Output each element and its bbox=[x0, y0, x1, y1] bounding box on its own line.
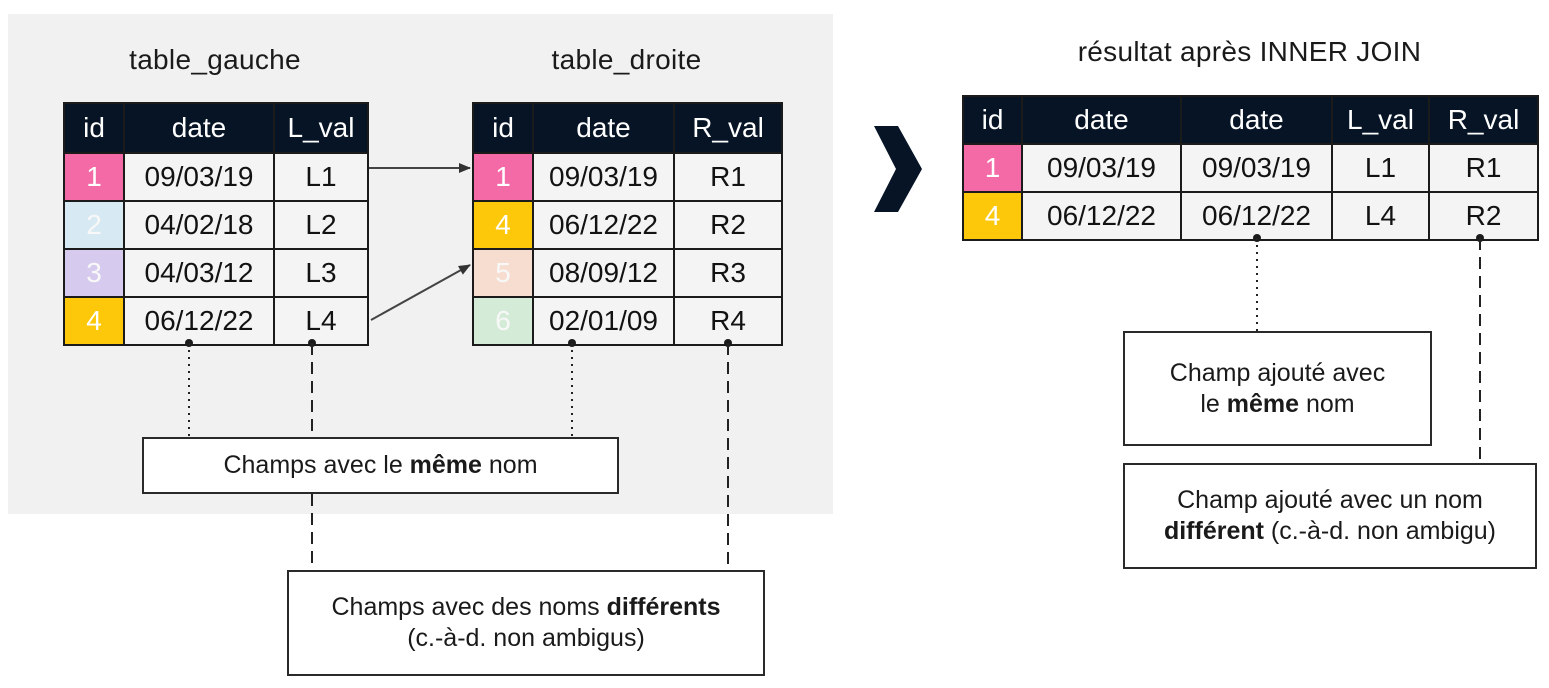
right-table-title: table_droite bbox=[551, 44, 702, 75]
callout-different-names: Champs avec des noms différents (c.-à-d.… bbox=[287, 570, 765, 676]
result-table-header-date-left: date bbox=[1021, 95, 1182, 145]
left-table-header-val: L_val bbox=[273, 102, 369, 154]
left-table-date-cell: 04/02/18 bbox=[123, 200, 275, 250]
right-table-header-id: id bbox=[472, 102, 534, 154]
result-table-id-cell: 1 bbox=[962, 143, 1023, 193]
chevron-right-icon bbox=[874, 126, 922, 212]
result-table-r-val-cell: R2 bbox=[1428, 191, 1539, 241]
callout-added-different-name: Champ ajouté avec un nom différent (c.-à… bbox=[1123, 463, 1537, 569]
right-table-header-date: date bbox=[532, 102, 675, 154]
callout-added-different-line1: Champ ajouté avec un nom bbox=[1177, 486, 1483, 514]
right-table-date-cell: 06/12/22 bbox=[532, 200, 675, 250]
callout-same-name-text: Champs avec le même nom bbox=[223, 451, 538, 479]
result-table-title: résultat après INNER JOIN bbox=[1077, 36, 1422, 67]
right-table-id-cell: 4 bbox=[472, 200, 534, 250]
left-table-id-cell: 2 bbox=[63, 200, 125, 250]
right-table-id-cell: 6 bbox=[472, 296, 534, 346]
left-table-date-cell: 06/12/22 bbox=[123, 296, 275, 346]
callout-added-different-line2: différent (c.-à-d. non ambigu) bbox=[1163, 517, 1497, 545]
left-table-id-cell: 1 bbox=[63, 152, 125, 202]
right-table-header-row: id date R_val bbox=[472, 102, 783, 154]
right-table-val-cell: R3 bbox=[673, 248, 783, 298]
left-table-date-cell: 09/03/19 bbox=[123, 152, 275, 202]
callout-same-name: Champs avec le même nom bbox=[142, 437, 619, 494]
result-table-date-right-cell: 06/12/22 bbox=[1180, 191, 1333, 241]
result-table-date-right-cell: 09/03/19 bbox=[1180, 143, 1333, 193]
result-table-header-row: id date date L_val R_val bbox=[962, 95, 1539, 145]
left-table-val-cell: L3 bbox=[273, 248, 369, 298]
right-table-date-cell: 08/09/12 bbox=[532, 248, 675, 298]
result-table-header-r-val: R_val bbox=[1428, 95, 1539, 145]
right-table-val-cell: R1 bbox=[673, 152, 783, 202]
right-table-id-cell: 1 bbox=[472, 152, 534, 202]
callout-different-names-line2: (c.-à-d. non ambigus) bbox=[407, 624, 645, 652]
result-table-r-val-cell: R1 bbox=[1428, 143, 1539, 193]
left-table-header-date: date bbox=[123, 102, 275, 154]
right-table-date-cell: 09/03/19 bbox=[532, 152, 675, 202]
left-table-val-cell: L1 bbox=[273, 152, 369, 202]
left-table-id-cell: 4 bbox=[63, 296, 125, 346]
right-table-id-cell: 5 bbox=[472, 248, 534, 298]
callout-added-same-name: Champ ajouté avec le même nom bbox=[1123, 331, 1432, 446]
right-table-header-val: R_val bbox=[673, 102, 783, 154]
left-table-val-cell: L4 bbox=[273, 296, 369, 346]
left-table-header-id: id bbox=[63, 102, 125, 154]
left-table-header-row: id date L_val bbox=[63, 102, 369, 154]
right-table-val-cell: R2 bbox=[673, 200, 783, 250]
result-table-id-cell: 4 bbox=[962, 191, 1023, 241]
right-table-date-cell: 02/01/09 bbox=[532, 296, 675, 346]
result-table-l-val-cell: L4 bbox=[1331, 191, 1430, 241]
result-table-date-left-cell: 09/03/19 bbox=[1021, 143, 1182, 193]
left-table-id-cell: 3 bbox=[63, 248, 125, 298]
left-table-val-cell: L2 bbox=[273, 200, 369, 250]
result-table-header-date-right: date bbox=[1180, 95, 1333, 145]
result-table-header-id: id bbox=[962, 95, 1023, 145]
callout-added-same-line1: Champ ajouté avec bbox=[1169, 358, 1386, 387]
result-table-date-left-cell: 06/12/22 bbox=[1021, 191, 1182, 241]
callout-added-same-line2: le même nom bbox=[1200, 389, 1355, 418]
result-table-l-val-cell: L1 bbox=[1331, 143, 1430, 193]
right-table-val-cell: R4 bbox=[673, 296, 783, 346]
result-table-header-l-val: L_val bbox=[1331, 95, 1430, 145]
left-table-date-cell: 04/03/12 bbox=[123, 248, 275, 298]
callout-different-names-line1: Champs avec des noms différents bbox=[331, 593, 721, 621]
left-table-title: table_gauche bbox=[129, 44, 301, 75]
